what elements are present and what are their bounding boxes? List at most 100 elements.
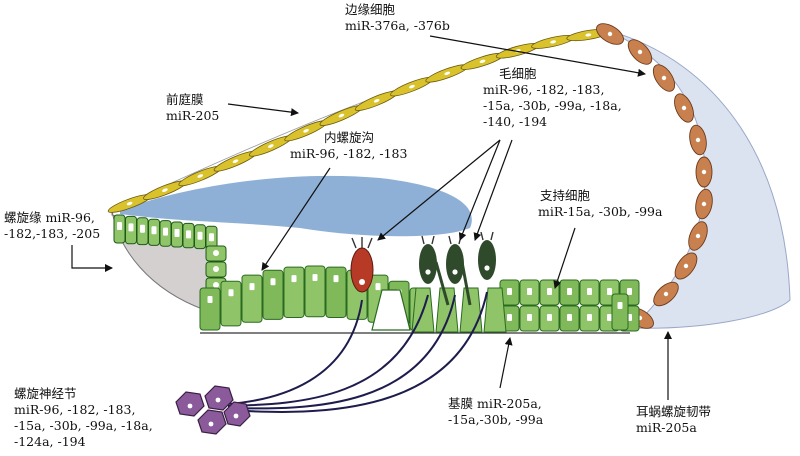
supporting-cell-nucleus [333, 275, 339, 283]
outer-hair-cell-3 [478, 240, 496, 280]
label-mirna: miR-15a, -30b, -99a [538, 204, 663, 219]
supporting-cell [611, 293, 629, 331]
reissner-cell-nucleus [550, 40, 557, 44]
label-title: 耳蜗螺旋韧带 [636, 404, 712, 419]
label-inner-sulcus: 内螺旋沟 miR-96, -182, -183 [290, 130, 407, 162]
inner-hair-cell [350, 247, 374, 293]
hair-cells [350, 231, 496, 306]
limbus-cell-nucleus [186, 230, 191, 239]
label-mirna: -124a, -194 [14, 434, 86, 449]
label-mirna: miR-96, -182, -183, [483, 82, 605, 97]
label-mirna: miR-96, [45, 210, 95, 225]
label-title: 螺旋缘 [4, 210, 42, 225]
arrow-hair-1 [377, 139, 501, 241]
reissner-cell-nucleus [409, 84, 415, 89]
stria-cell-nucleus [695, 233, 701, 239]
limbus-cell-nucleus [163, 227, 168, 236]
supporting-cell [325, 266, 347, 318]
label-marginal-cells: 边缘细胞 miR-376a, -376b [345, 2, 450, 34]
arrow-inner-sulcus [261, 167, 331, 271]
spiral-ganglion [175, 385, 251, 435]
outer-hair-cell-1 [419, 244, 437, 284]
label-mirna: -15a, -30b, -99a, -18a, [14, 418, 153, 433]
label-spiral-limbus: 螺旋缘 miR-96, -182,-183, -205 [4, 210, 100, 242]
supporting-cell-nucleus [527, 314, 532, 321]
arrow-marginal [429, 35, 646, 77]
label-title: 支持细胞 [540, 188, 591, 203]
label-basilar-membrane: 基膜 miR-205a, -15a,-30b, -99a [448, 396, 543, 428]
supporting-cell-nucleus [312, 274, 318, 281]
stria-cell-nucleus [683, 263, 689, 269]
label-title: 内螺旋沟 [324, 130, 375, 145]
limbus-cell-nucleus [213, 250, 219, 256]
supporting-cell-nucleus [270, 278, 276, 286]
reissner-cell-nucleus [585, 33, 592, 37]
arrow-hair-2 [458, 139, 501, 241]
reissner-cell-nucleus [444, 71, 451, 76]
nerve-fibers [227, 291, 488, 413]
label-title: 边缘细胞 [345, 2, 396, 17]
label-mirna: -182,-183, -205 [4, 226, 101, 241]
supporting-cell-nucleus [607, 288, 612, 295]
supporting-cell-nucleus [207, 296, 213, 303]
reissner-cell-nucleus [126, 201, 133, 206]
supporting-cell-nucleus [627, 288, 632, 295]
outer-hair-cell-2 [446, 244, 464, 284]
stria-cell-nucleus [607, 31, 613, 37]
label-mirna: -15a,-30b, -99a [448, 412, 544, 427]
supporting-cell-nucleus [547, 314, 552, 321]
supporting-cell-nucleus [249, 283, 255, 291]
supporting-cell-nucleus [375, 283, 381, 291]
supporting-cell [220, 280, 242, 327]
stria-vascularis [596, 23, 713, 329]
limbus-cell-nucleus [128, 223, 134, 232]
label-hair-cells: 毛细胞 miR-96, -182, -183, -15a, -30b, -99a… [483, 66, 622, 130]
label-mirna: miR-96, -182, -183 [290, 146, 408, 161]
arrow-reissner [227, 103, 299, 117]
stria-cell-nucleus [663, 291, 669, 297]
supporting-cell [304, 265, 326, 318]
supporting-cell-nucleus [228, 289, 234, 297]
deiters-cell [435, 287, 459, 333]
supporting-cell [241, 274, 263, 323]
label-mirna: miR-376a, -376b [345, 18, 450, 33]
deiters-cell [483, 287, 507, 333]
pointer-arrows [71, 35, 672, 400]
label-mirna: miR-205a, [477, 396, 542, 411]
organ-of-corti [199, 265, 640, 333]
label-mirna: -140, -194 [483, 114, 548, 129]
supporting-cell [283, 266, 305, 318]
limbus-cell-nucleus [213, 282, 219, 288]
supporting-cell-nucleus [607, 314, 612, 321]
label-title: 毛细胞 [499, 66, 537, 81]
supporting-cell-nucleus [507, 314, 512, 321]
stria-cell-nucleus [681, 105, 687, 111]
reissner-cell-nucleus [232, 159, 239, 164]
supporting-cell [262, 269, 284, 320]
label-title: 螺旋神经节 [14, 386, 77, 401]
reissner-cell-nucleus [267, 144, 274, 148]
stria-cell-nucleus [661, 75, 667, 81]
stria-cell-nucleus [637, 49, 643, 55]
supporting-cell-nucleus [587, 288, 592, 295]
limbus-cell-nucleus [209, 233, 214, 242]
supporting-cell-nucleus [291, 275, 297, 283]
limbus-cell-nucleus [197, 231, 203, 240]
stria-cell-nucleus [701, 169, 707, 175]
arrow-limbus [71, 245, 113, 272]
label-mirna: miR-96, -182, -183, [14, 402, 136, 417]
label-supporting-cells: 支持细胞 miR-15a, -30b, -99a [538, 188, 662, 220]
supporting-cell [199, 287, 221, 331]
limbus-cell-nucleus [117, 222, 122, 230]
supporting-cell-nucleus [507, 288, 512, 295]
label-title: 基膜 [448, 396, 474, 411]
reissner-cell-nucleus [373, 98, 380, 103]
label-mirna: -15a, -30b, -99a, -18a, [483, 98, 622, 113]
reissner-cell-nucleus [197, 174, 204, 178]
limbus-cell-nucleus [140, 224, 145, 233]
reissner-cell-nucleus [338, 113, 345, 118]
limbus-cell-nucleus [174, 229, 180, 237]
label-reissner-membrane: 前庭膜 miR-205 [166, 92, 219, 124]
label-spiral-ganglion: 螺旋神经节 miR-96, -182, -183, -15a, -30b, -9… [14, 386, 153, 450]
